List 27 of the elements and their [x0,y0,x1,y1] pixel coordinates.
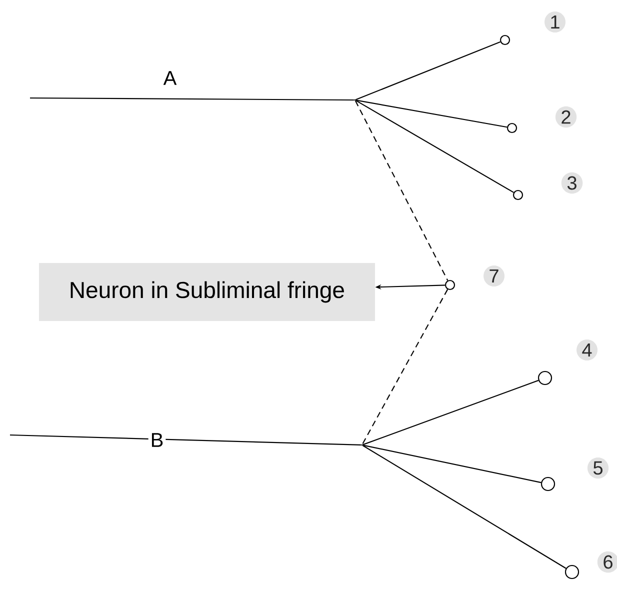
dashed-line [362,289,448,444]
callout-number: 4 [576,340,598,360]
terminal-circle [500,34,510,46]
callout-number: 1 [544,12,566,32]
callout-number: 3 [561,172,583,194]
terminal-circle [444,280,456,290]
nerve-fiber [356,41,501,100]
nerve-fiber [30,97,354,101]
nerve-fiber [362,444,542,484]
dashed-line [354,100,448,281]
terminal-circle [512,190,524,200]
callout-number: 2 [555,106,577,128]
label-box: Neuron in Subliminal fringe [39,263,375,321]
callout-number: 7 [484,266,504,286]
callout-number: 6 [597,551,617,573]
edge-label: A [161,69,179,87]
nerve-fiber [356,100,508,128]
terminal-circle [540,476,556,492]
nerve-fiber [362,445,566,569]
terminal-circle [538,370,552,386]
terminal-circle [564,564,580,580]
nerve-fiber [356,100,514,193]
edge-label: B [148,431,166,449]
terminal-circle [506,122,518,134]
nerve-fiber [10,434,362,446]
callout-number: 5 [587,457,609,479]
nerve-fiber [362,380,539,446]
